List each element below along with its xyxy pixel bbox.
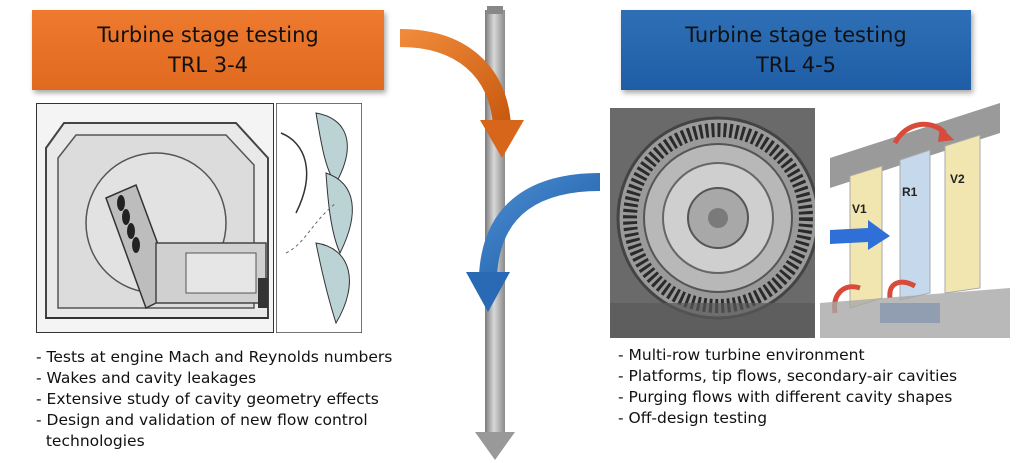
- right-bullet-2: - Platforms, tip flows, secondary-air ca…: [618, 367, 958, 385]
- center-arrows: [399, 6, 601, 460]
- blade-label-r1: R1: [902, 185, 918, 199]
- turbine-disc-photo: [610, 108, 815, 338]
- left-title-line2: TRL 3-4: [167, 53, 249, 77]
- right-title-line2: TRL 4-5: [755, 53, 837, 77]
- left-bullet-2: - Wakes and cavity leakages: [36, 369, 257, 387]
- blade-label-v1: V1: [852, 202, 867, 216]
- right-title-box: Turbine stage testing TRL 4-5: [621, 10, 971, 90]
- left-title-box: Turbine stage testing TRL 3-4: [32, 10, 384, 90]
- blue-curved-arrow-icon: [466, 173, 601, 312]
- orange-curved-arrow-icon: [399, 29, 524, 158]
- blade-label-v2: V2: [950, 172, 965, 186]
- left-bullet-4: - Design and validation of new flow cont…: [36, 411, 368, 429]
- left-bullet-list: - Tests at engine Mach and Reynolds numb…: [36, 347, 436, 452]
- right-bullet-1: - Multi-row turbine environment: [618, 346, 865, 364]
- left-title-line1: Turbine stage testing: [97, 23, 319, 47]
- test-rig-schematic: [36, 103, 274, 333]
- right-bullet-3: - Purging flows with different cavity sh…: [618, 388, 953, 406]
- blade-cascade-sketch: [276, 103, 362, 333]
- left-bullet-1: - Tests at engine Mach and Reynolds numb…: [36, 348, 393, 366]
- right-bullet-list: - Multi-row turbine environment - Platfo…: [618, 345, 1018, 429]
- right-title-line1: Turbine stage testing: [685, 23, 907, 47]
- left-bullet-4-cont: technologies: [36, 432, 145, 450]
- blade-row-schematic: V1 R1 V2: [820, 103, 1010, 338]
- right-bullet-4: - Off-design testing: [618, 409, 768, 427]
- left-bullet-3: - Extensive study of cavity geometry eff…: [36, 390, 379, 408]
